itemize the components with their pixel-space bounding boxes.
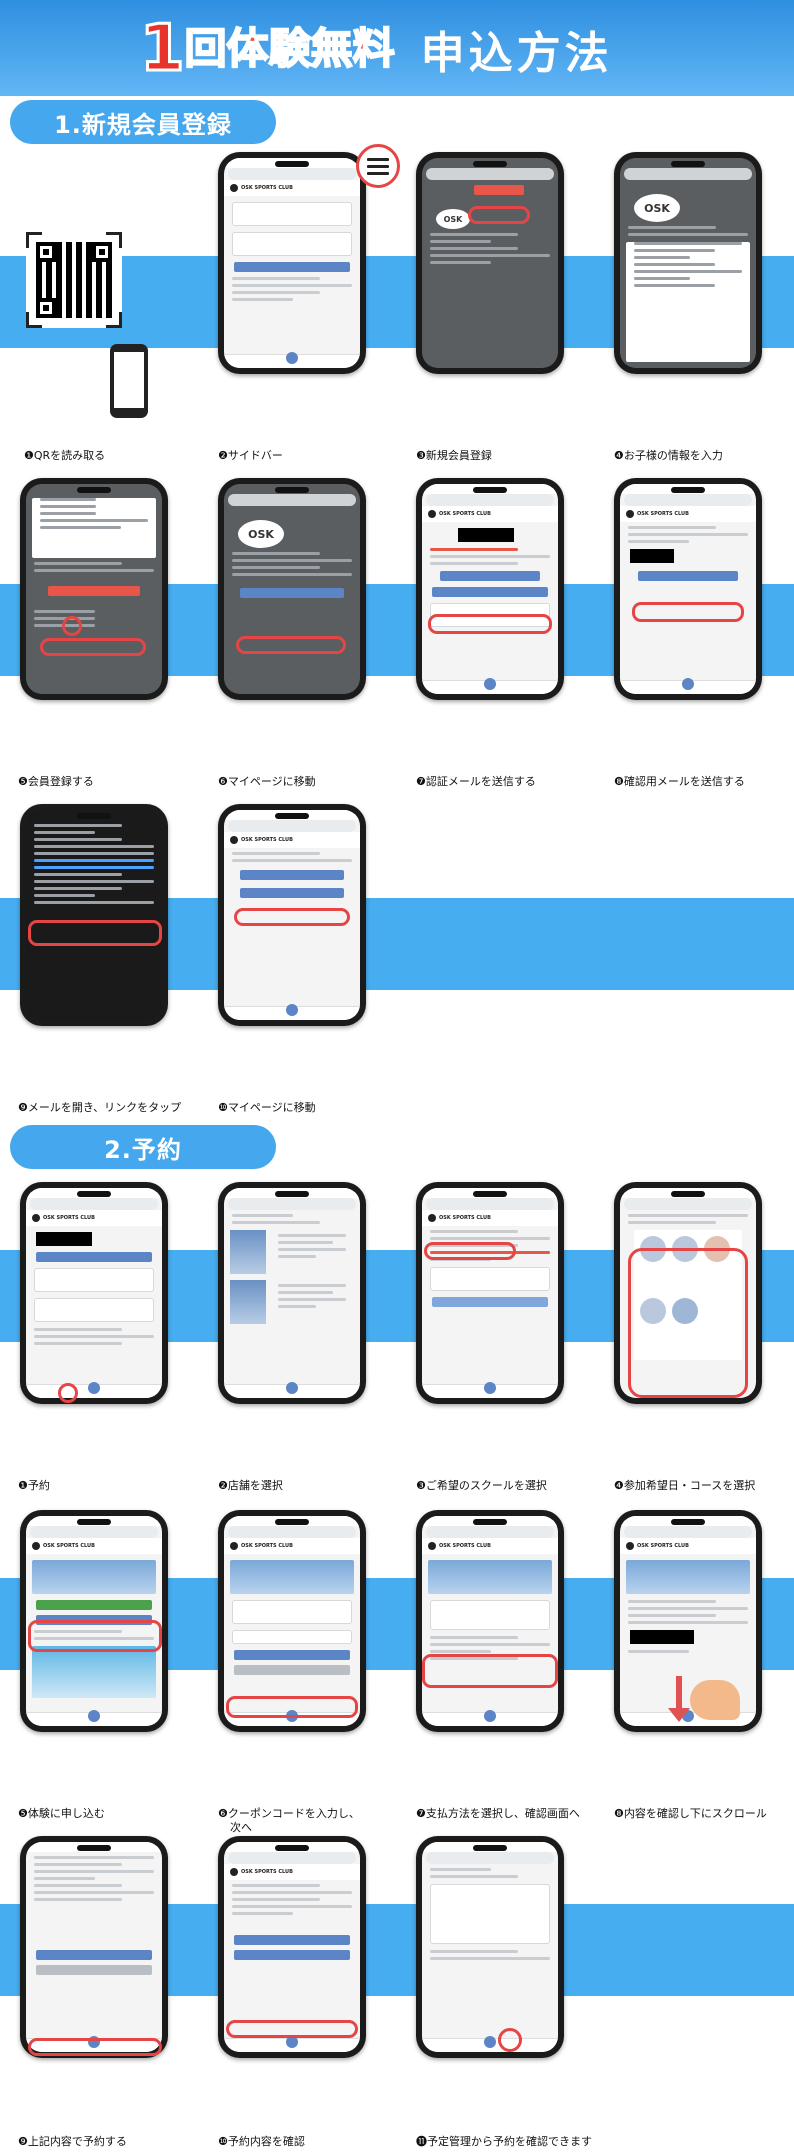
caption-b1: ❶予約 xyxy=(18,1479,50,1492)
qr-code xyxy=(26,232,122,328)
ring-mail-link xyxy=(28,920,162,946)
caption-r1: ❶QRを読み取る xyxy=(24,449,106,462)
phone-store xyxy=(218,1182,366,1404)
caption-b3: ❸ご希望のスクールを選択 xyxy=(416,1479,547,1492)
hand-holding-phone-icon xyxy=(100,344,166,454)
caption-b6a: ❻クーポンコードを入力し、 xyxy=(218,1807,360,1820)
header-one: 1 xyxy=(139,12,187,86)
phone-reserve: OSK SPORTS CLUB xyxy=(20,1182,168,1404)
header-free-trial-char: 体 xyxy=(226,24,270,73)
header-free-trial-char: 回 xyxy=(184,24,228,73)
ring-reserve-submit-button xyxy=(28,2038,162,2056)
ring-reservation-detail-button xyxy=(226,2020,358,2038)
phone-mypage-2: OSK SPORTS CLUB xyxy=(218,804,366,1026)
caption-r8: ❽確認用メールを送信する xyxy=(614,775,745,788)
ring-send-confirm-button xyxy=(632,602,744,622)
caption-r6: ❻マイページに移動 xyxy=(218,775,316,788)
phone-mail xyxy=(20,804,168,1026)
caption-b11: ⓫予定管理から予約を確認できます xyxy=(416,2135,592,2148)
header-free-trial-char: 験 xyxy=(268,24,312,73)
pointing-hand-icon xyxy=(690,1680,740,1720)
ring-register-button xyxy=(40,638,146,656)
scroll-down-arrow-icon xyxy=(676,1676,682,1710)
caption-r3: ❸新規会員登録 xyxy=(416,449,492,462)
caption-b10: ❿予約内容を確認 xyxy=(218,2135,305,2148)
caption-b9: ❾上記内容で予約する xyxy=(18,2135,127,2148)
ring-course-area xyxy=(628,1248,748,1398)
caption-r10: ❿マイページに移動 xyxy=(218,1101,316,1114)
scroll-down-arrow-head-icon xyxy=(668,1708,690,1722)
caption-b6b: 次へ xyxy=(230,1821,252,1834)
phone-schedule xyxy=(416,1836,564,2058)
caption-r9: ❾メールを開き、リンクをタップ xyxy=(18,1101,182,1114)
phone-send-confirm: OSK SPORTS CLUB xyxy=(614,478,762,700)
phone-new-member: OSK xyxy=(416,152,564,374)
header-free-trial-char: 料 xyxy=(352,24,396,73)
ring-reserve-tab xyxy=(58,1383,78,1403)
header-banner: 1 回体験無料 申込方法 xyxy=(0,0,794,96)
phone-to-mypage: OSK xyxy=(218,478,366,700)
caption-r7: ❼認証メールを送信する xyxy=(416,775,536,788)
phone-payment: OSK SPORTS CLUB xyxy=(416,1510,564,1732)
ring-payment-option xyxy=(422,1654,558,1688)
header-main-title: 申込方法 xyxy=(420,28,613,79)
caption-b2: ❷店舗を選択 xyxy=(218,1479,283,1492)
phone-confirm-scroll: OSK SPORTS CLUB xyxy=(614,1510,762,1732)
section-reservation-pill: 2.予約 xyxy=(10,1125,276,1169)
ring-mypage-button-2 xyxy=(234,908,350,926)
caption-b7: ❼支払方法を選択し、確認画面へ xyxy=(416,1807,580,1820)
ring-school-option xyxy=(424,1242,516,1260)
phone-child-info: OSK xyxy=(614,152,762,374)
phone-register xyxy=(20,478,168,700)
ring-apply-button xyxy=(28,1620,162,1652)
ring-agree-checkbox xyxy=(62,616,82,636)
caption-b4: ❹参加希望日・コースを選択 xyxy=(614,1479,756,1492)
ring-send-auth-button xyxy=(428,614,552,634)
ring-new-member xyxy=(468,206,530,224)
phone-coupon: OSK SPORTS CLUB xyxy=(218,1510,366,1732)
section-registration-pill: 1.新規会員登録 xyxy=(10,100,276,144)
caption-b8: ❽内容を確認し下にスクロール xyxy=(614,1807,767,1820)
caption-r5: ❺会員登録する xyxy=(18,775,94,788)
caption-r2: ❷サイドバー xyxy=(218,449,283,462)
phone-reserve-submit xyxy=(20,1836,168,2058)
hamburger-menu-icon[interactable] xyxy=(356,144,400,188)
caption-b5: ❺体験に申し込む xyxy=(18,1807,105,1820)
phone-send-auth: OSK SPORTS CLUB xyxy=(416,478,564,700)
ring-coupon-field xyxy=(226,1696,358,1718)
phone-course xyxy=(614,1182,762,1404)
caption-r4: ❹お子様の情報を入力 xyxy=(614,449,723,462)
header-title: 1 回体験無料 申込方法 xyxy=(139,12,613,86)
phone-school: OSK SPORTS CLUB xyxy=(416,1182,564,1404)
header-free-trial: 回体験無料 xyxy=(184,24,396,73)
ring-mypage-button xyxy=(236,636,346,654)
ring-schedule-tab xyxy=(498,2028,522,2052)
header-free-trial-char: 無 xyxy=(310,24,354,73)
phone-sidebar: OSK SPORTS CLUB xyxy=(218,152,366,374)
